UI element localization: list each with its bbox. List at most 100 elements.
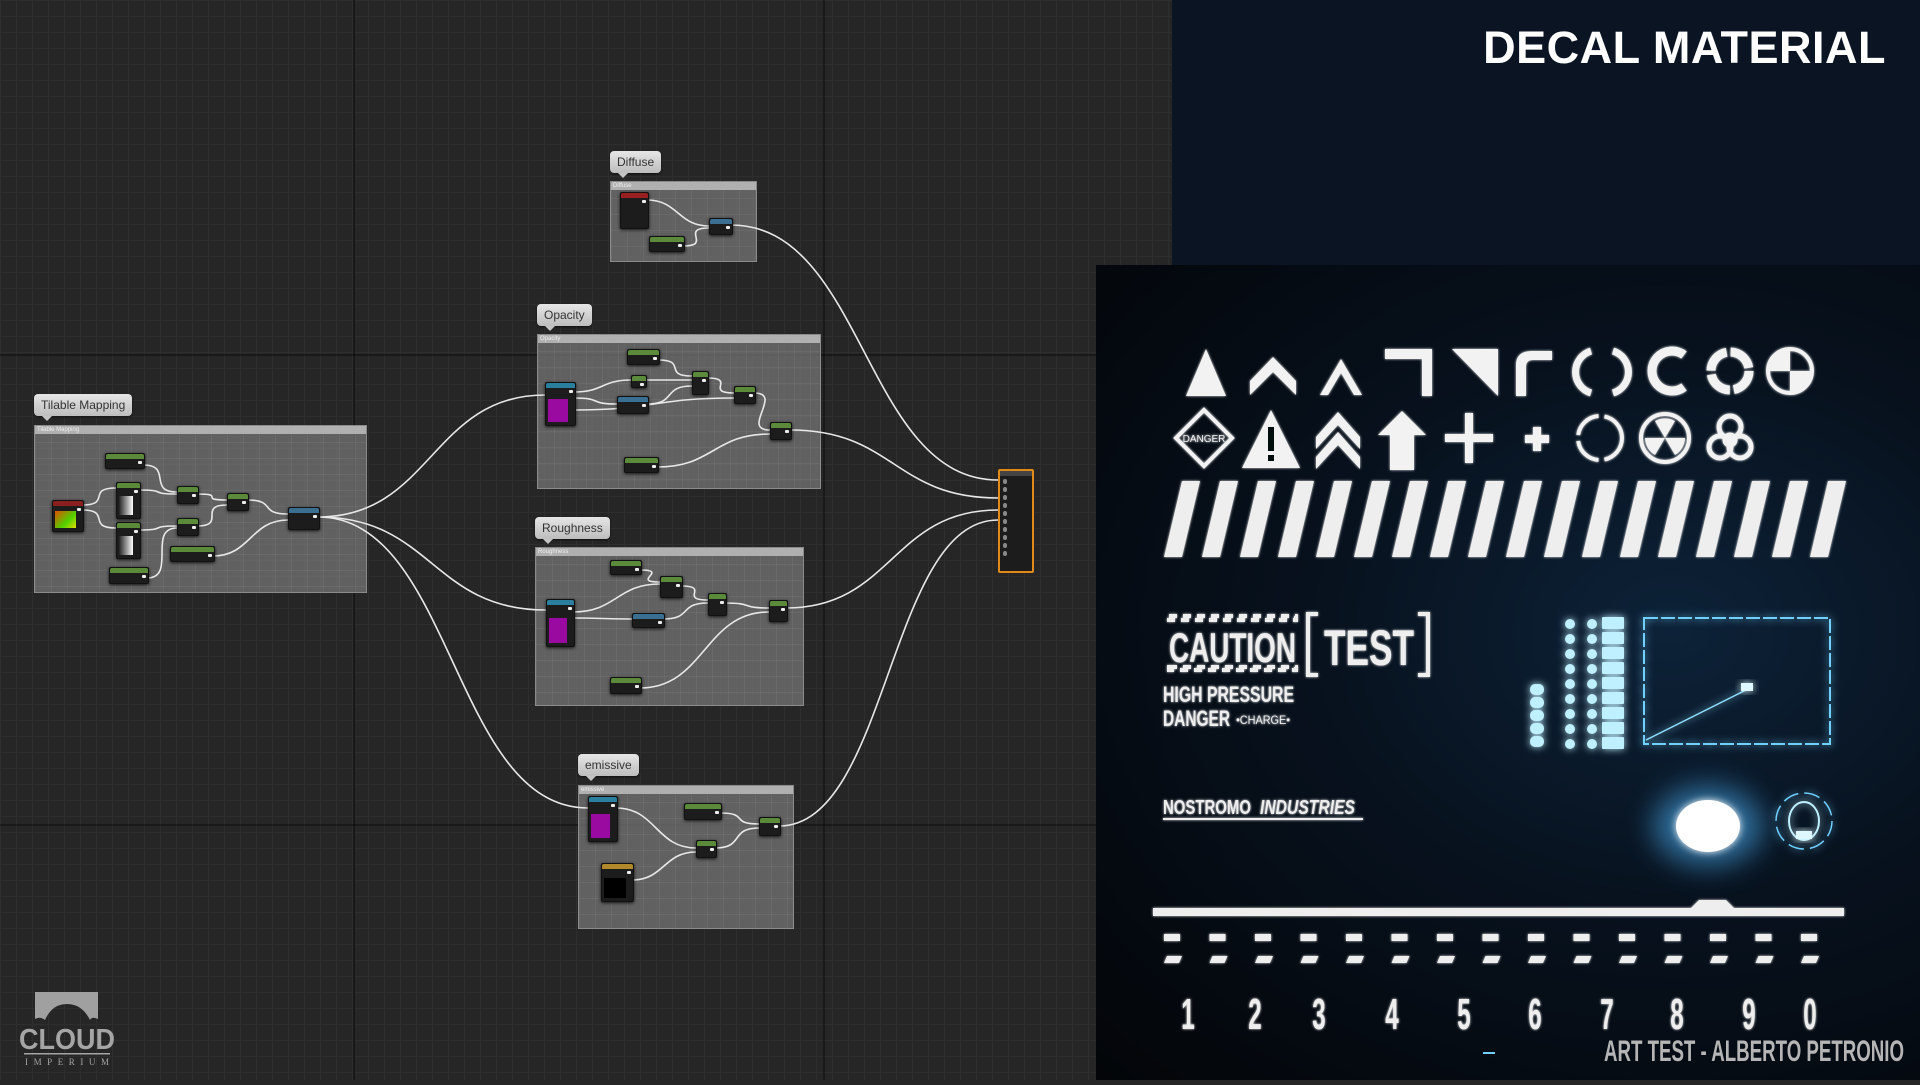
material-node-lerp[interactable] <box>692 371 709 395</box>
output-pin[interactable] <box>208 554 212 557</box>
output-pin[interactable] <box>702 379 706 382</box>
material-node-multiply[interactable] <box>709 218 733 235</box>
material-node-param[interactable] <box>170 546 215 562</box>
output-pin[interactable] <box>569 390 573 393</box>
glow-dot <box>1587 649 1597 659</box>
material-node-one-minus[interactable] <box>632 613 665 628</box>
material-node-multiply[interactable] <box>177 486 199 504</box>
material-node-gradient-u[interactable] <box>116 482 141 519</box>
material-node-texcoord[interactable] <box>52 500 84 532</box>
comment-bubble-emissive[interactable]: emissive <box>578 754 639 781</box>
node-header <box>589 797 617 802</box>
material-node-multiply[interactable] <box>708 593 727 616</box>
comment-bubble-roughness[interactable]: Roughness <box>535 517 610 544</box>
dash-mark <box>1664 934 1681 941</box>
output-pin[interactable] <box>627 871 631 874</box>
node-header <box>110 568 148 573</box>
output-pin[interactable] <box>77 508 81 511</box>
material-node-param[interactable] <box>105 453 145 469</box>
digit-7: 7 <box>1600 989 1613 1039</box>
output-pin[interactable] <box>676 584 680 587</box>
output-pin[interactable] <box>568 607 572 610</box>
material-node-texture-sample[interactable] <box>545 382 576 426</box>
comment-bubble-opacity[interactable]: Opacity <box>537 304 592 331</box>
material-node-lerp[interactable] <box>660 576 683 598</box>
comment-box-roughness[interactable]: Roughness <box>535 547 804 706</box>
material-node-gradient-v[interactable] <box>116 522 141 559</box>
material-node-constant[interactable] <box>631 375 647 388</box>
dash-mark <box>1710 934 1726 941</box>
output-pin[interactable] <box>749 394 753 397</box>
material-node-scalar-param[interactable] <box>627 349 660 365</box>
decal-preview-art: DANGER CAUTION TEST HIGH PRESSURE DANGER… <box>1153 346 1904 1068</box>
hazard-stripe <box>1810 481 1846 557</box>
node-header <box>289 508 319 513</box>
material-node-param[interactable] <box>109 567 149 584</box>
material-node-scalar-param[interactable] <box>610 677 642 694</box>
material-node-multiply[interactable] <box>177 518 199 536</box>
comment-box-opacity[interactable]: Opacity <box>537 334 821 489</box>
output-pin[interactable] <box>781 608 785 611</box>
material-node-texture-sample[interactable] <box>588 796 618 842</box>
output-pin[interactable] <box>192 494 196 497</box>
output-pin[interactable] <box>134 490 138 493</box>
output-pin[interactable] <box>652 465 656 468</box>
glow-dot <box>1565 679 1575 689</box>
output-pin[interactable] <box>642 404 646 407</box>
output-pin[interactable] <box>313 515 317 518</box>
up-arrow-icon <box>1378 411 1426 470</box>
hazard-stripe <box>1316 481 1352 557</box>
material-node-multiply[interactable] <box>759 817 781 836</box>
output-pin[interactable] <box>715 811 719 814</box>
output-pin[interactable] <box>720 601 724 604</box>
material-node-multiply[interactable] <box>734 386 756 404</box>
material-output-node[interactable] <box>998 469 1034 573</box>
glow-block <box>1602 617 1624 629</box>
digit-8: 8 <box>1670 989 1683 1039</box>
material-node-vector-param[interactable] <box>620 192 649 229</box>
material-node-multiply[interactable] <box>770 422 792 440</box>
material-node-multiply[interactable] <box>696 840 717 858</box>
node-header <box>106 454 144 459</box>
output-pin[interactable] <box>192 526 196 529</box>
output-pin[interactable] <box>611 804 615 807</box>
node-header <box>770 601 787 606</box>
output-pin[interactable] <box>710 848 714 851</box>
material-node-custom-rotator[interactable] <box>288 507 320 530</box>
material-node-append[interactable] <box>227 493 249 511</box>
digit-2: 2 <box>1248 989 1261 1039</box>
test-label: TEST <box>1324 620 1414 676</box>
node-header <box>709 594 726 599</box>
output-pin[interactable] <box>658 621 662 624</box>
output-pin[interactable] <box>138 461 142 464</box>
comment-bubble-diffuse[interactable]: Diffuse <box>610 151 662 178</box>
output-pin[interactable] <box>142 575 146 578</box>
output-pin[interactable] <box>726 226 730 229</box>
output-pin[interactable] <box>642 200 646 203</box>
output-pin[interactable] <box>635 568 639 571</box>
comment-bubble-tilable-mapping[interactable]: Tilable Mapping <box>34 394 133 421</box>
output-pin[interactable] <box>242 501 246 504</box>
material-node-multiply[interactable] <box>769 600 788 622</box>
node-header <box>621 193 648 198</box>
material-node-scalar-param[interactable] <box>684 803 722 820</box>
material-node-texture-sample[interactable] <box>601 863 634 902</box>
node-header <box>546 383 575 388</box>
output-pin[interactable] <box>653 357 657 360</box>
material-node-one-minus[interactable] <box>617 396 649 414</box>
output-pin[interactable] <box>635 685 639 688</box>
material-node-scalar-param[interactable] <box>610 560 642 575</box>
node-header <box>625 458 658 463</box>
output-pin[interactable] <box>785 430 789 433</box>
output-pin[interactable] <box>678 244 682 247</box>
digit-4: 4 <box>1385 989 1399 1039</box>
output-pin[interactable] <box>774 825 778 828</box>
output-pin[interactable] <box>640 383 644 386</box>
material-node-scalar-param[interactable] <box>624 457 659 473</box>
output-pin[interactable] <box>134 530 138 533</box>
test-brackets <box>1306 612 1430 677</box>
dash-mark <box>1391 934 1408 941</box>
material-node-scalar-param[interactable] <box>649 236 685 252</box>
digit-3: 3 <box>1312 989 1325 1039</box>
material-node-texture-sample[interactable] <box>546 599 575 647</box>
